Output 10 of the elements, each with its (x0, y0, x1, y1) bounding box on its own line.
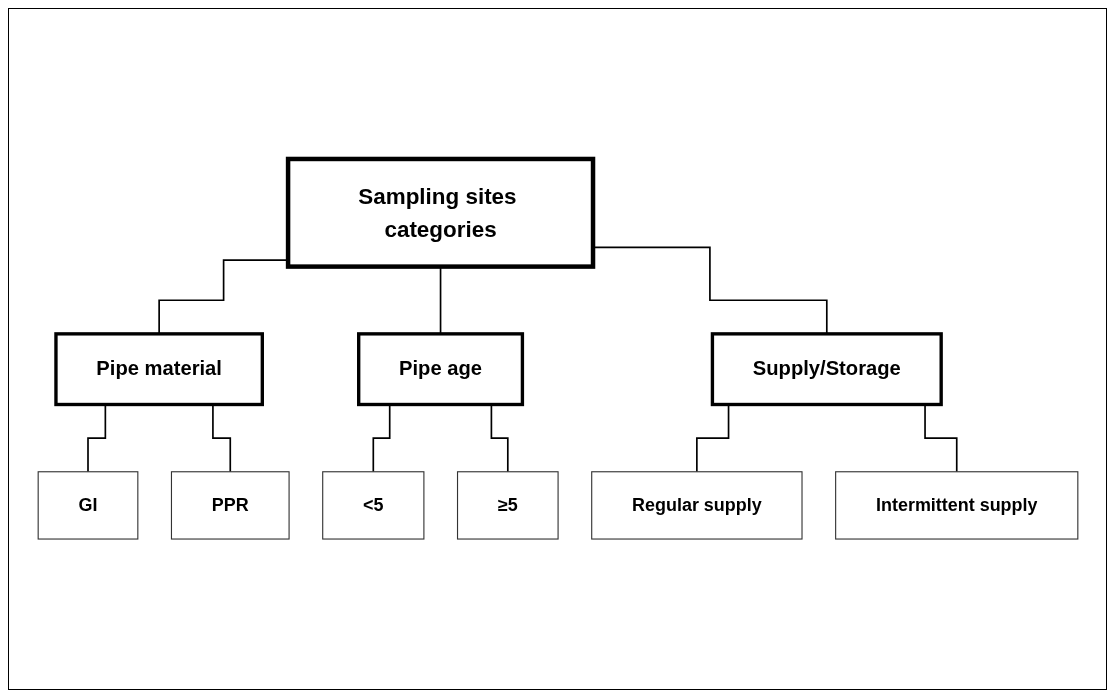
node-box: Pipe age (356, 332, 524, 407)
node-box: PPR (170, 471, 290, 540)
node-box: <5 (321, 471, 424, 540)
node-box: Pipe material (53, 332, 264, 407)
node-box: Intermittent supply (834, 471, 1078, 540)
node-box: Sampling sites categories (285, 156, 595, 269)
node-box: GI (37, 471, 138, 540)
node-box: ≥5 (456, 471, 559, 540)
node-box: Regular supply (590, 471, 803, 540)
node-box: Supply/Storage (710, 332, 943, 407)
